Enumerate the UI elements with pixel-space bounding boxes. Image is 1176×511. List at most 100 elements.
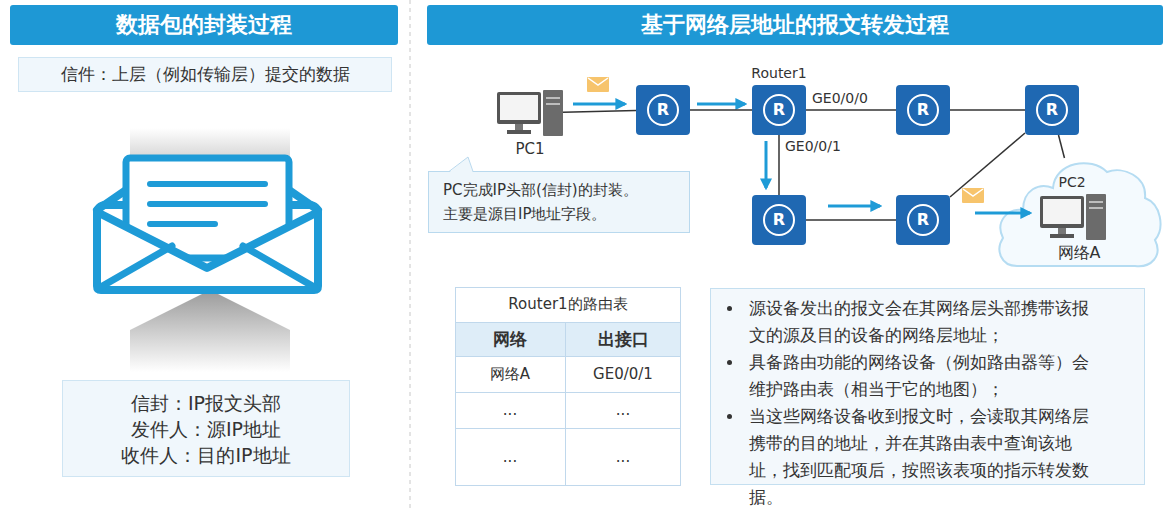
pc-base xyxy=(507,130,531,134)
table-rule xyxy=(455,356,681,357)
table-cell: 网络A xyxy=(455,356,565,392)
pc-stand xyxy=(515,124,523,130)
pc-monitor xyxy=(497,92,541,124)
router-glyph: R xyxy=(763,204,795,236)
link-line xyxy=(563,111,636,113)
link-line xyxy=(778,135,780,195)
pc-tower xyxy=(1086,194,1106,240)
paper-line xyxy=(150,201,265,207)
callout-text: PC完成IP头部(信封)的封装。 主要是源目IP地址字段。 xyxy=(443,178,675,226)
link-line xyxy=(1058,135,1064,158)
link-line xyxy=(806,219,896,221)
router-glyph: R xyxy=(907,94,939,126)
mail-flap xyxy=(963,189,983,196)
pc-screen xyxy=(500,95,538,120)
route-table-header-fill xyxy=(456,322,680,356)
table-cell: ... xyxy=(455,428,565,485)
bullet-box: 源设备发出的报文会在其网络层头部携带该报文的源及目的设备的网络层地址；具备路由功… xyxy=(710,288,1145,485)
pc-tower-slot xyxy=(1089,207,1103,209)
panel-divider xyxy=(410,0,411,511)
link-line xyxy=(950,133,1025,197)
letter-text: 信件：上层（例如传输层）提交的数据 xyxy=(61,63,350,86)
table-rule xyxy=(455,392,681,393)
table-header-cell: 出接口 xyxy=(565,322,681,356)
paper-line xyxy=(150,221,215,227)
callout-pointer xyxy=(449,157,473,173)
flow-arrow xyxy=(765,141,768,188)
paper-line xyxy=(150,181,265,187)
table-header-cell: 网络 xyxy=(455,322,565,356)
router-icon: R xyxy=(896,195,950,245)
envelope-box: 信封：IP报文头部发件人：源IP地址收件人：目的IP地址 xyxy=(62,380,350,477)
table-rule xyxy=(455,322,681,323)
link-line xyxy=(690,109,752,111)
flow-arrow xyxy=(975,212,1030,215)
interface-label: GE0/0/0 xyxy=(812,90,868,106)
table-cell: ... xyxy=(565,428,681,485)
router-icon: R xyxy=(1025,85,1079,135)
table-title: Router1的路由表 xyxy=(455,287,681,322)
callout-box: PC完成IP头部(信封)的封装。 主要是源目IP地址字段。 xyxy=(428,171,690,233)
table-cell: GE0/0/1 xyxy=(565,356,681,392)
pc-node: PC2 xyxy=(1040,194,1104,238)
section-header: 数据包的封装过程 xyxy=(10,5,398,45)
pc-icon xyxy=(1040,194,1106,240)
envelope-shoulder xyxy=(97,190,126,210)
pc-name: PC2 xyxy=(1010,174,1134,190)
table-cell: ... xyxy=(565,392,681,428)
envelope-fold xyxy=(243,246,316,288)
route-table-frame xyxy=(456,288,681,486)
envelope-line: 信封：IP报文头部 xyxy=(131,390,281,416)
pc-tower-slot xyxy=(1089,201,1103,203)
router-icon: Router1R xyxy=(752,85,806,135)
router-glyph: R xyxy=(763,94,795,126)
pc-tower-slot xyxy=(546,103,560,105)
mail-flap xyxy=(588,78,608,85)
envelope-line: 发件人：源IP地址 xyxy=(131,416,281,442)
bullet-text: 具备路由功能的网络设备（例如路由器等）会维护路由表（相当于它的地图）； xyxy=(749,349,1100,403)
bullet-text: 当这些网络设备收到报文时，会读取其网络层携带的目的地址，并在其路由表中查询该地址… xyxy=(749,403,1100,511)
router-icon: R xyxy=(752,195,806,245)
router-glyph: R xyxy=(907,204,939,236)
pc-icon xyxy=(497,90,563,136)
pc-screen xyxy=(1043,199,1081,224)
header-title: 基于网络层地址的报文转发过程 xyxy=(641,10,949,40)
router-icon: R xyxy=(636,85,690,135)
flow-arrow xyxy=(697,103,745,106)
envelope-front xyxy=(97,212,318,290)
router-glyph: R xyxy=(647,94,679,126)
letter-box: 信件：上层（例如传输层）提交的数据 xyxy=(18,57,392,92)
section-header: 基于网络层地址的报文转发过程 xyxy=(427,5,1163,45)
table-rule xyxy=(455,428,681,429)
pc-base xyxy=(1050,234,1074,238)
pc-node: PC1 xyxy=(497,90,563,136)
callout-pointer-outline xyxy=(449,157,473,172)
router-icon: R xyxy=(896,85,950,135)
network-name: 网络A xyxy=(995,243,1163,264)
flow-arrow xyxy=(828,205,880,208)
mail-icon xyxy=(962,188,984,203)
envelope-shoulder xyxy=(289,190,318,210)
funnel-shade xyxy=(130,290,290,372)
link-line xyxy=(950,109,1025,111)
router-name: Router1 xyxy=(722,65,836,81)
mail-body xyxy=(587,77,609,92)
link-line xyxy=(806,109,896,111)
pc-tower xyxy=(543,90,563,136)
header-title: 数据包的封装过程 xyxy=(116,10,292,40)
pc-stand xyxy=(1058,228,1066,234)
table-cell: ... xyxy=(455,392,565,428)
bullet-text: 源设备发出的报文会在其网络层头部携带该报文的源及目的设备的网络层地址； xyxy=(749,295,1100,349)
pc-name: PC1 xyxy=(467,140,593,158)
pc-monitor xyxy=(1040,196,1084,228)
network-cloud: 网络A PC2 xyxy=(995,158,1163,270)
envelope-line: 收件人：目的IP地址 xyxy=(121,442,290,468)
interface-label: GE0/0/1 xyxy=(785,138,841,154)
table-rule xyxy=(565,322,566,486)
pc-tower-slot xyxy=(546,97,560,99)
mail-icon xyxy=(587,77,609,92)
mail-body xyxy=(962,188,984,203)
flow-arrow xyxy=(573,103,625,106)
